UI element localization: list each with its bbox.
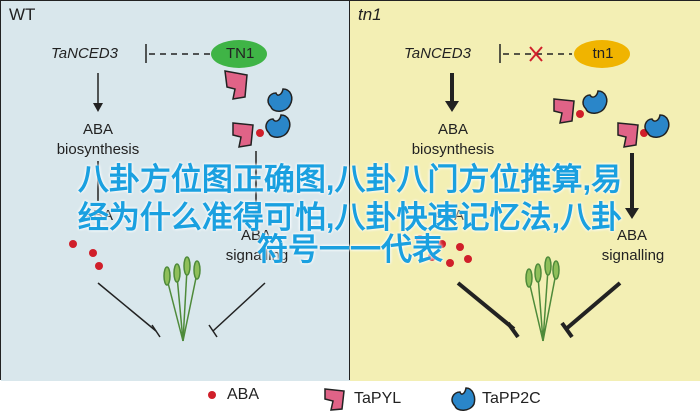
tn1-panel: tn1 TaNCED3 tn1 ABA biosynthesis ABA ABA… xyxy=(349,0,700,381)
tn1-inhibit-left xyxy=(456,281,516,331)
wt-gene-label: TaNCED3 xyxy=(51,45,118,62)
wt-protein-label: TN1 xyxy=(226,45,255,62)
cross-icon xyxy=(529,46,543,62)
legend-tapp2c-label: TaPP2C xyxy=(482,390,541,407)
wt-inhibit-left-bar xyxy=(151,324,161,338)
tn1-biosynthesis-line1: ABA xyxy=(437,121,468,138)
legend-tapp2c: TaPP2C xyxy=(448,386,541,412)
tn1-title: tn1 xyxy=(358,5,382,24)
wt-arrowhead-1 xyxy=(93,103,103,112)
tn1-inhibit-right xyxy=(564,281,622,331)
tn1-gene-label: TaNCED3 xyxy=(404,45,471,62)
wt-inhibit-right xyxy=(212,282,266,332)
tn1-inhibit-left-bar xyxy=(506,321,520,339)
tapyl-icon xyxy=(617,122,639,148)
tn1-inhibit-right-bar xyxy=(560,321,574,339)
tapp2c-icon xyxy=(582,90,608,114)
wt-biosynthesis-line2: biosynthesis xyxy=(56,141,140,158)
aba-dot xyxy=(438,240,446,248)
wheat-plant-icon xyxy=(163,256,201,342)
legend-aba-label: ABA xyxy=(227,386,260,403)
aba-dot xyxy=(69,240,77,248)
aba-dot xyxy=(464,255,472,263)
wheat-plant-icon xyxy=(525,256,560,342)
tapp2c-icon xyxy=(644,114,670,138)
wt-inhibit-left xyxy=(97,282,157,332)
legend-tapyl-label: TaPYL xyxy=(354,390,402,407)
wt-inhibit-right-bar xyxy=(208,324,218,338)
tapp2c-icon xyxy=(451,387,476,411)
wt-aba-label: ABA xyxy=(82,207,113,224)
tn1-signalling-line2: signalling xyxy=(601,247,665,264)
tn1-arrowhead-2 xyxy=(625,208,639,219)
wt-signalling-line2: signalling xyxy=(225,247,289,264)
aba-dot xyxy=(95,262,103,270)
tapyl-icon xyxy=(553,98,575,124)
wt-title: WT xyxy=(9,5,36,24)
tn1-protein-ellipse xyxy=(211,40,267,68)
tn1-aba-label: ABA xyxy=(433,207,464,224)
wt-background xyxy=(1,1,351,381)
tapp2c-icon xyxy=(267,88,293,112)
aba-dot xyxy=(428,253,436,261)
aba-dot xyxy=(256,129,264,137)
aba-dot xyxy=(446,259,454,267)
aba-dot xyxy=(456,243,464,251)
aba-dot xyxy=(89,249,97,257)
tn1-protein-label: tn1 xyxy=(592,45,614,62)
tapp2c-icon xyxy=(265,114,291,138)
legend-tapyl: TaPYL xyxy=(322,386,401,412)
legend-aba: ABA xyxy=(205,386,259,404)
wt-panel: WT TaNCED3 TN1 ABA biosynthesis ABA ABA … xyxy=(0,0,351,381)
tapyl-icon xyxy=(232,122,254,148)
wt-biosynthesis-line1: ABA xyxy=(82,121,113,138)
wt-arrowhead-2 xyxy=(251,211,261,220)
tn1-background xyxy=(350,1,700,381)
tn1-arrowhead-1 xyxy=(445,101,459,112)
tn1-mutant-protein-ellipse xyxy=(574,40,630,68)
aba-dot xyxy=(416,235,424,243)
aba-dot-icon xyxy=(208,391,216,399)
tapyl-icon xyxy=(324,388,345,411)
tn1-biosynthesis-line2: biosynthesis xyxy=(411,141,495,158)
wt-signalling-line1: ABA xyxy=(240,227,271,244)
tn1-diagram xyxy=(350,1,700,381)
tapyl-icon xyxy=(224,70,248,100)
tn1-signalling-line1: ABA xyxy=(616,227,647,244)
aba-dot xyxy=(576,110,584,118)
wt-diagram xyxy=(1,1,351,381)
